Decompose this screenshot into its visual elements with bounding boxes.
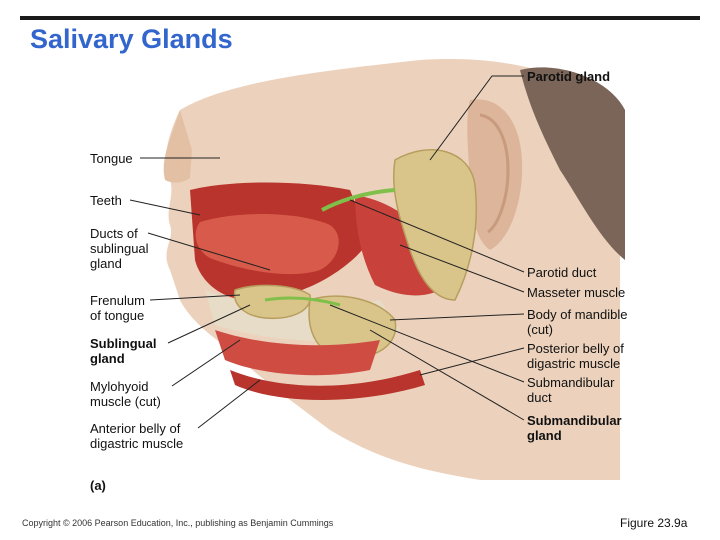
label-teeth: Teeth	[90, 193, 122, 208]
label-tongue: Tongue	[90, 151, 133, 166]
figure-number: Figure 23.9a	[620, 516, 688, 530]
mylohyoid-shape	[215, 330, 380, 376]
hair	[520, 67, 625, 260]
ear	[467, 99, 523, 251]
label-mylohyoid-muscle: Mylohyoid muscle (cut)	[90, 379, 161, 409]
label-parotid-duct: Parotid duct	[527, 265, 597, 280]
sublingual-shape	[233, 284, 311, 320]
label-body-of-mandible: Body of mandible (cut)	[527, 307, 628, 337]
submandibular-duct-shape	[264, 296, 341, 307]
label-posterior-belly-digastric: Posterior belly of digastric muscle	[527, 341, 624, 371]
label-anterior-belly-digastric: Anterior belly of digastric muscle	[90, 421, 184, 451]
label-ducts-of-sublingual-gland: Ducts of sublingual gland	[90, 226, 149, 271]
label-parotid-gland: Parotid gland	[527, 69, 611, 84]
page-title: Salivary Glands	[30, 24, 233, 54]
label-submandibular-gland: Submandibular gland	[527, 413, 622, 443]
parotid-duct-shape	[321, 188, 396, 212]
label-submandibular-duct: Submandibular duct	[527, 375, 615, 405]
parotid-shape	[392, 149, 478, 301]
top-rule	[20, 16, 700, 20]
nose	[163, 110, 192, 183]
label-frenulum-of-tongue: Frenulum of tongue	[90, 293, 145, 323]
digastric-shape	[230, 370, 425, 400]
label-sublingual-gland: Sublingual gland	[90, 336, 157, 366]
tongue-shape	[195, 214, 339, 275]
label-panel-a: (a)	[90, 478, 106, 493]
copyright-notice: Copyright © 2006 Pearson Education, Inc.…	[22, 518, 334, 528]
label-masseter-muscle: Masseter muscle	[527, 285, 626, 300]
